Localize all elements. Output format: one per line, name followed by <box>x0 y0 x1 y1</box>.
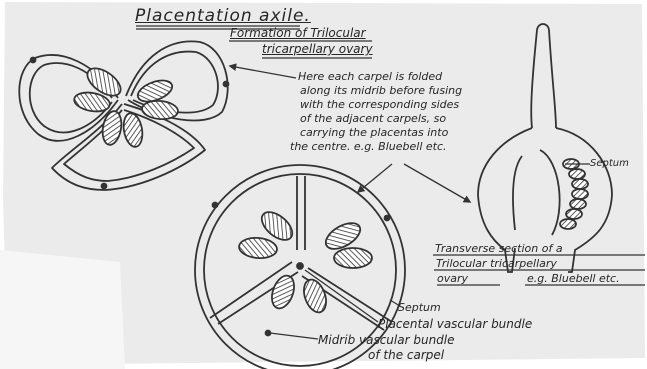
transverse-example: e.g. Bluebell etc. <box>527 272 620 285</box>
transverse-caption-line: Transverse section of a <box>435 242 563 255</box>
description-line: carrying the placentas into <box>300 126 448 139</box>
subtitle-line-2: tricarpellary ovary <box>262 42 373 56</box>
midrib-bundle-dot <box>266 331 271 336</box>
subtitle-line-1: Formation of Trilocular <box>230 26 366 40</box>
placental-label: Placental vascular bundle <box>378 317 532 331</box>
midrib-bundle-dot <box>385 216 390 221</box>
description-line: with the corresponding sides <box>300 98 459 111</box>
diagram-title: Placentation axile. <box>135 6 311 26</box>
ovule <box>569 169 585 179</box>
transverse-caption-line: Trilocular tricarpellary <box>436 257 557 270</box>
midrib-label-line-2: of the carpel <box>368 348 444 362</box>
ovule <box>570 199 586 209</box>
ovule <box>560 219 576 229</box>
ovule <box>334 248 372 268</box>
ovule <box>566 209 582 219</box>
description-line: of the adjacent carpels, so <box>300 112 446 125</box>
ovule <box>572 189 588 199</box>
septum-label-bottom: Septum <box>398 301 441 314</box>
septum-label-top: Septum <box>590 158 629 169</box>
midrib-bundle-dot <box>224 82 229 87</box>
midrib-bundle-dot <box>102 184 107 189</box>
midrib-bundle-dot <box>213 203 218 208</box>
description-line: along its midrib before fusing <box>300 84 462 97</box>
description-line: Here each carpel is folded <box>298 70 442 83</box>
transverse-caption-line: ovary <box>437 272 468 285</box>
description-line: the centre. e.g. Bluebell etc. <box>290 140 447 153</box>
midrib-label-line-1: Midrib vascular bundle <box>318 333 455 347</box>
placental-vascular-bundle-dot <box>297 263 303 269</box>
paper-shadow <box>0 250 125 369</box>
ovule <box>572 179 588 189</box>
midrib-bundle-dot <box>31 58 36 63</box>
